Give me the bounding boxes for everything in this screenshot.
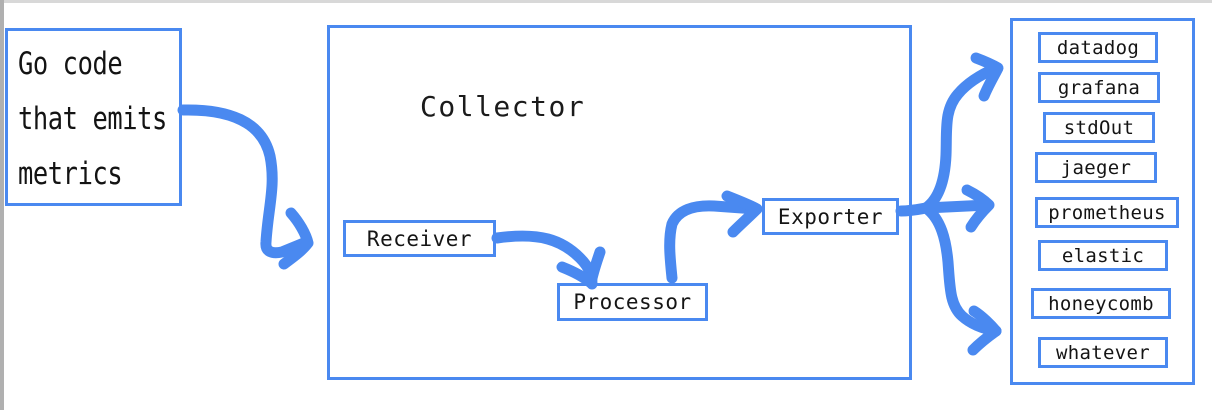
exporter-label: Exporter bbox=[777, 204, 884, 229]
arrow-fanout-up-head bbox=[970, 52, 1004, 102]
receiver-node: Receiver bbox=[343, 220, 496, 257]
arrow-source-to-receiver-head bbox=[278, 207, 314, 270]
backend-label-elastic: elastic bbox=[1061, 244, 1145, 267]
source-line-1: Go code bbox=[18, 46, 123, 82]
source-line-3: metrics bbox=[18, 156, 123, 192]
backend-item-prometheus: prometheus bbox=[1035, 197, 1179, 228]
backend-label-whatever: whatever bbox=[1056, 341, 1150, 364]
backend-label-jaeger: jaeger bbox=[1060, 156, 1132, 179]
processor-label: Processor bbox=[573, 290, 692, 314]
go-code-source-box: Go code that emits metrics bbox=[5, 28, 182, 206]
backend-item-stdout: stdOut bbox=[1043, 112, 1155, 143]
backend-label-stdout: stdOut bbox=[1063, 116, 1135, 139]
backend-item-datadog: datadog bbox=[1038, 32, 1158, 63]
backend-item-elastic: elastic bbox=[1038, 240, 1168, 271]
processor-node: Processor bbox=[557, 283, 708, 321]
backends-container: datadog grafana stdOut jaeger prometheus… bbox=[1010, 18, 1195, 385]
backend-item-grafana: grafana bbox=[1038, 72, 1160, 103]
source-line-2: that emits bbox=[18, 101, 167, 137]
backend-label-honeycomb: honeycomb bbox=[1048, 292, 1154, 315]
backend-label-prometheus: prometheus bbox=[1048, 201, 1166, 224]
arrow-source-to-receiver bbox=[177, 104, 310, 259]
backend-item-whatever: whatever bbox=[1038, 337, 1168, 368]
collector-title: Collector bbox=[420, 90, 586, 123]
top-edge-strip bbox=[0, 0, 1212, 3]
left-edge-strip bbox=[0, 0, 4, 410]
arrow-fanout-mid-head bbox=[961, 184, 995, 233]
backend-item-honeycomb: honeycomb bbox=[1031, 288, 1171, 319]
receiver-label: Receiver bbox=[366, 226, 473, 251]
exporter-node: Exporter bbox=[762, 198, 899, 235]
arrow-fanout-down-head bbox=[967, 305, 1002, 356]
backend-label-datadog: datadog bbox=[1056, 36, 1140, 59]
arrow-fanout-up bbox=[920, 62, 1002, 214]
backend-label-grafana: grafana bbox=[1057, 76, 1141, 99]
arrow-fanout-down bbox=[920, 202, 1002, 337]
backend-item-jaeger: jaeger bbox=[1035, 152, 1157, 183]
arrow-fanout-mid bbox=[920, 199, 994, 214]
